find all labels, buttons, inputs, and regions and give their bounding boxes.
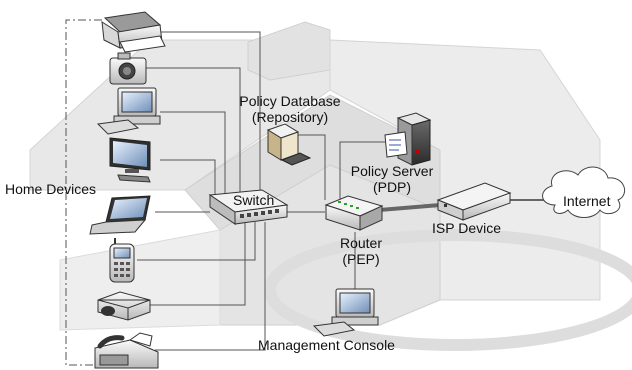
policy-server-icon [384, 112, 432, 166]
home-devices-label: Home Devices [5, 181, 96, 197]
policy-database-icon [266, 123, 312, 166]
house-ground [264, 229, 632, 351]
home-boundary-line [65, 19, 102, 366]
wire-projector [150, 222, 246, 306]
projector-icon [97, 291, 151, 321]
wire-desktop [160, 111, 226, 195]
camera-icon [109, 52, 147, 85]
printer-icon [101, 11, 166, 53]
router-sublabel: (PEP) [342, 251, 379, 267]
wire-db-router [298, 134, 326, 200]
fax-machine-icon [94, 332, 159, 369]
wire-monitor [160, 159, 216, 195]
policy-database-label: Policy Database [239, 93, 340, 109]
internet-label: Internet [563, 193, 611, 209]
management-console-label: Management Console [258, 337, 395, 353]
desktop-pc-icon [96, 87, 161, 135]
laptop-icon [89, 195, 151, 235]
switch-icon [208, 189, 289, 225]
router-label: Router [340, 235, 382, 251]
router-icon [324, 195, 384, 231]
router-isp-link [379, 203, 441, 212]
wire-printer [160, 31, 261, 195]
switch-label: Switch [233, 192, 274, 208]
management-console-icon [312, 288, 379, 337]
isp-device-label: ISP Device [432, 220, 501, 236]
wire-fax [155, 222, 266, 351]
wire-camera [145, 67, 241, 195]
mobile-phone-icon [109, 238, 135, 283]
policy-server-label: Policy Server [351, 163, 434, 179]
connection-wires [137, 31, 385, 351]
wire-phone [137, 222, 256, 261]
lcd-monitor-icon [109, 137, 151, 183]
internet-cloud-icon [542, 166, 626, 218]
wire-server-router [339, 141, 385, 200]
policy-server-sublabel: (PDP) [373, 179, 411, 195]
isp-device-icon [436, 182, 512, 221]
policy-database-sublabel: (Repository) [252, 109, 328, 125]
